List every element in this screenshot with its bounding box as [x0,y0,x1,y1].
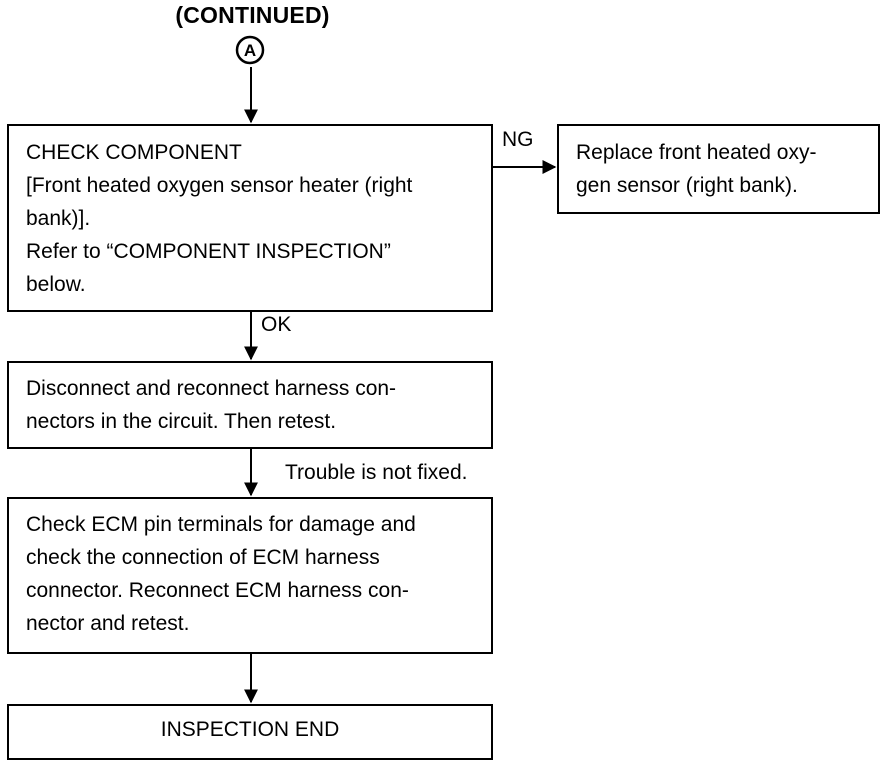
check-component-text: CHECK COMPONENT [Front heated oxygen sen… [26,141,413,296]
check-component-box: CHECK COMPONENT [Front heated oxygen sen… [7,124,493,312]
replace-sensor-text: Replace front heated oxy- gen sensor (ri… [576,141,817,197]
ecm-check-box: Check ECM pin terminals for damage and c… [7,497,493,654]
ecm-check-text: Check ECM pin terminals for damage and c… [26,513,416,635]
ok-label: OK [261,313,292,336]
inspection-end-box: INSPECTION END [7,704,493,760]
inspection-end-text: INSPECTION END [160,718,340,741]
connector-letter: A [244,41,256,60]
trouble-not-fixed-label: Trouble is not fixed. [285,461,468,484]
ng-label: NG [502,128,534,151]
replace-sensor-box: Replace front heated oxy- gen sensor (ri… [557,124,880,214]
reconnect-harness-box: Disconnect and reconnect harness con- ne… [7,361,493,449]
connector-a-icon: A [235,35,265,65]
reconnect-harness-text: Disconnect and reconnect harness con- ne… [26,377,397,433]
page-title: (CONTINUED) [175,2,330,28]
